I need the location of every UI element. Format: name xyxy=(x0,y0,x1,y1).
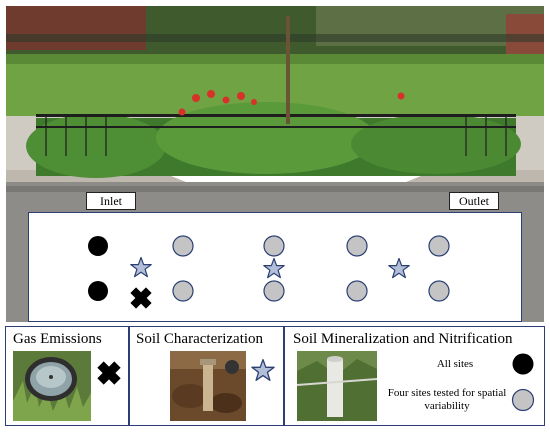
site-gray-8 xyxy=(428,280,450,302)
site-black-1 xyxy=(88,236,108,256)
star-icon xyxy=(263,257,285,279)
site-black-2 xyxy=(88,281,108,301)
outlet-label: Outlet xyxy=(449,192,499,210)
site-gray-6 xyxy=(346,280,368,302)
sampling-layout-panel xyxy=(28,212,522,322)
site-gray-4 xyxy=(263,280,285,302)
cross-icon xyxy=(97,361,121,385)
gas-emissions-legend: Gas Emissions xyxy=(5,326,129,426)
black-circle-icon xyxy=(512,353,534,375)
soil-characterization-legend: Soil Characterization xyxy=(129,326,284,426)
gas-chamber-photo xyxy=(13,351,91,421)
site-gray-1 xyxy=(172,235,194,257)
all-sites-label: All sites xyxy=(436,358,474,370)
incubation-tube-photo xyxy=(297,351,377,421)
mineralization-legend: Soil Mineralization and Nitrification Al… xyxy=(284,326,545,426)
mineralization-title: Soil Mineralization and Nitrification xyxy=(293,331,513,347)
gas-emissions-title: Gas Emissions xyxy=(13,331,102,347)
cross-icon xyxy=(130,287,152,309)
inlet-label: Inlet xyxy=(86,192,136,210)
spatial-variability-label: Four sites tested for spatial variabilit… xyxy=(387,387,507,412)
gray-circle-icon xyxy=(511,388,535,412)
site-gray-7 xyxy=(428,235,450,257)
star-icon xyxy=(251,358,275,381)
site-gray-5 xyxy=(346,235,368,257)
star-icon xyxy=(388,257,410,279)
site-gray-2 xyxy=(172,280,194,302)
star-icon xyxy=(130,256,152,278)
soil-core-photo xyxy=(170,351,246,421)
site-gray-3 xyxy=(263,235,285,257)
soil-characterization-title: Soil Characterization xyxy=(136,331,264,347)
